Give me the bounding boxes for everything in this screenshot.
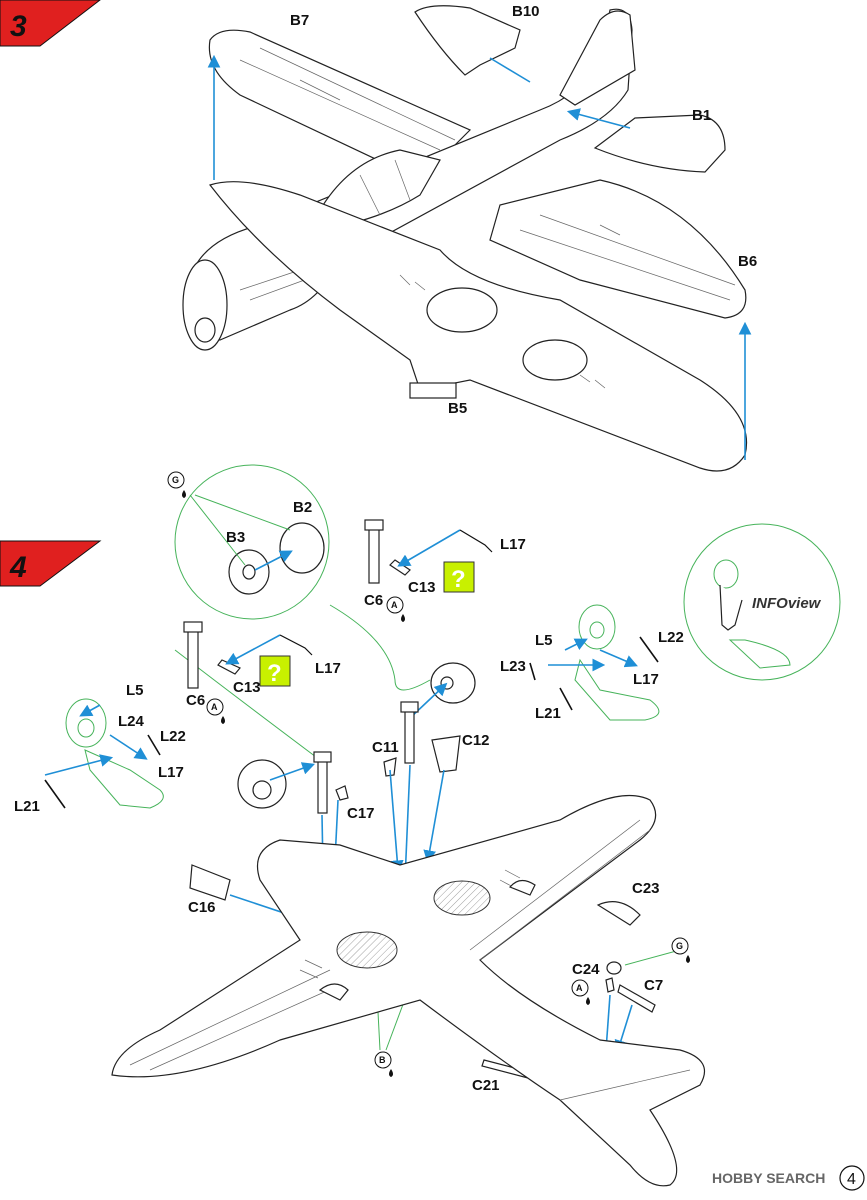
- optional-marker: ?: [267, 660, 282, 687]
- label-c12: C12: [462, 732, 490, 749]
- paint-callout-a: A: [571, 979, 590, 1005]
- label-l21: L21: [535, 705, 561, 722]
- label-c6: C6: [186, 692, 205, 709]
- label-l24: L24: [118, 713, 145, 730]
- step-3-badge: 3: [0, 0, 101, 47]
- label-l23: L23: [500, 658, 526, 675]
- step-number: 4: [9, 551, 27, 584]
- svg-text:B: B: [379, 1055, 386, 1065]
- label-l21: L21: [14, 798, 40, 815]
- label-c21: C21: [472, 1077, 500, 1094]
- label-l22: L22: [658, 629, 684, 646]
- strut-top: ?: [364, 519, 493, 593]
- optional-marker: ?: [451, 566, 466, 593]
- label-b5: B5: [448, 400, 467, 417]
- watermark: HOBBY SEARCH: [712, 1170, 825, 1186]
- svg-text:A: A: [576, 983, 583, 993]
- strut-left: ?: [183, 621, 313, 689]
- label-l17: L17: [315, 660, 341, 677]
- label-c24: C24: [572, 961, 600, 978]
- paint-callout-a: A: [206, 698, 225, 724]
- page-number: 4: [847, 1171, 856, 1188]
- footer: HOBBY SEARCH 4: [712, 1165, 865, 1191]
- svg-text:G: G: [172, 475, 179, 485]
- label-l17: L17: [633, 671, 659, 688]
- paint-callout-g: G: [671, 937, 690, 963]
- label-c13: C13: [408, 579, 436, 596]
- label-b6: B6: [738, 253, 757, 270]
- label-c11: C11: [372, 739, 399, 756]
- label-c16: C16: [188, 899, 216, 916]
- step-4-badge: 4: [0, 540, 102, 587]
- gear-detail-left: [44, 698, 164, 809]
- label-b10: B10: [512, 3, 540, 20]
- paint-callouts: G A A A G: [167, 471, 690, 1077]
- label-l22: L22: [160, 728, 186, 745]
- svg-text:A: A: [211, 702, 218, 712]
- paint-callout-g: G: [167, 471, 186, 498]
- label-c13: C13: [233, 679, 261, 696]
- aircraft-underside-view: [111, 794, 705, 1187]
- label-l17: L17: [158, 764, 184, 781]
- aircraft-top-view: [182, 5, 748, 472]
- label-c23: C23: [632, 880, 660, 897]
- label-b1: B1: [692, 107, 711, 124]
- gear-detail-right: [529, 604, 660, 721]
- label-l17: L17: [500, 536, 526, 553]
- label-b3: B3: [226, 529, 245, 546]
- paint-callout-a: A: [386, 596, 405, 622]
- step-3: 3: [0, 0, 757, 472]
- svg-text:G: G: [676, 941, 683, 951]
- step-4: 4 ? B2 B3 L17 C13 C6: [0, 464, 841, 1187]
- step-number: 3: [10, 10, 27, 43]
- label-b2: B2: [293, 499, 312, 516]
- label-c7: C7: [644, 977, 663, 994]
- step-3-arrows: [207, 54, 752, 460]
- infoview-label: INFOview: [752, 595, 822, 612]
- label-c17: C17: [347, 805, 375, 822]
- paint-callout-b: B: [374, 1051, 393, 1077]
- wheel-callout: [174, 464, 431, 761]
- label-b7: B7: [290, 12, 309, 29]
- label-l5: L5: [535, 632, 553, 649]
- infoview-callout: INFOview: [683, 523, 841, 681]
- label-l5: L5: [126, 682, 144, 699]
- svg-text:A: A: [391, 600, 398, 610]
- label-c6: C6: [364, 592, 383, 609]
